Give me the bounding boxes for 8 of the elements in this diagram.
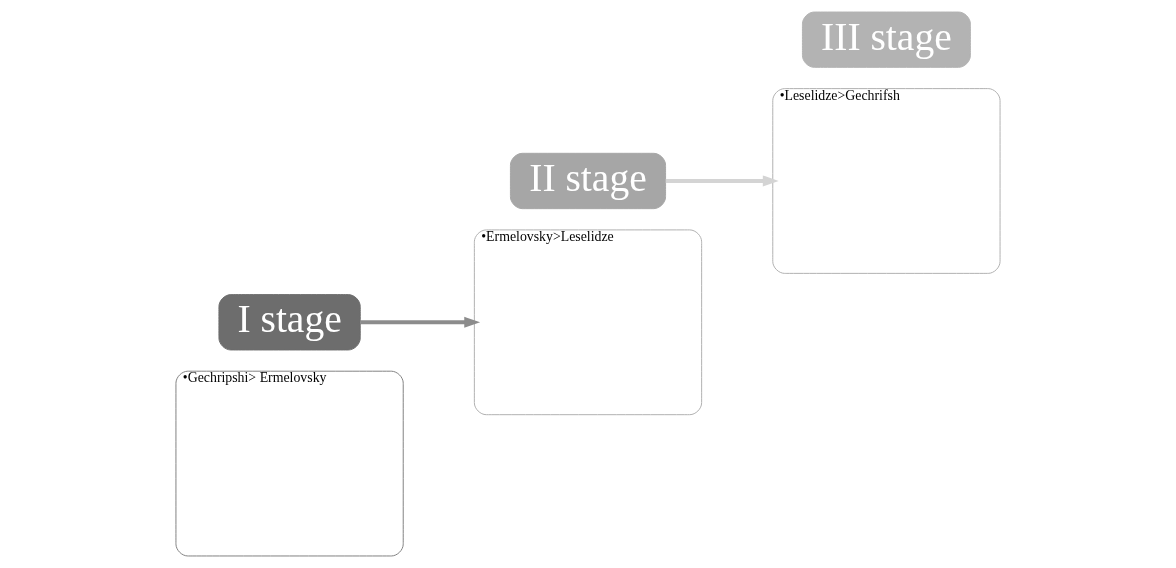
node-box: •Ermelovsky>Leselidze xyxy=(473,229,703,416)
arrow xyxy=(665,175,779,187)
node-box: •Gechripshi> Ermelovsky xyxy=(175,370,404,557)
arrow xyxy=(360,316,481,328)
node-box: II stage xyxy=(509,152,667,210)
node-box: I stage xyxy=(218,294,361,351)
node-box: III stage xyxy=(801,11,971,68)
node-box: •Leselidze>Gechrifsh xyxy=(772,88,1001,274)
